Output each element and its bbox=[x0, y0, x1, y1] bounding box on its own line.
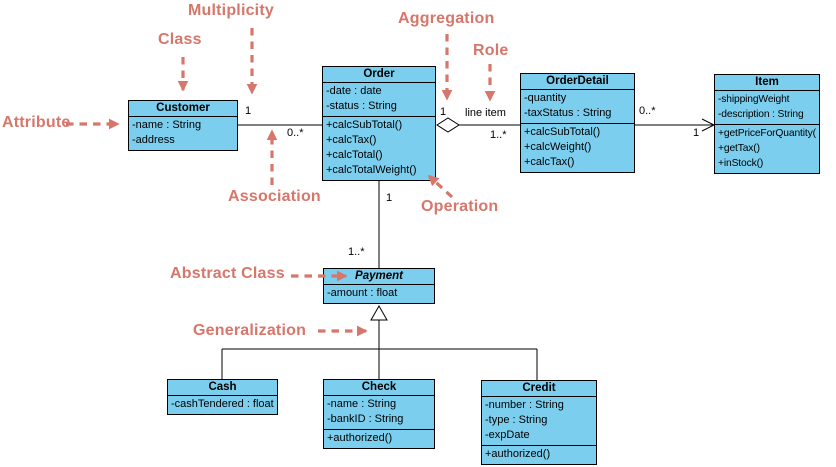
multiplicity-orderdetail-left: 1..* bbox=[490, 129, 507, 141]
operation-line: +getTax() bbox=[718, 143, 760, 154]
class-orderdetail[interactable]: OrderDetail -quantity -taxStatus : Strin… bbox=[520, 73, 635, 173]
class-payment-attributes: -amount : float bbox=[324, 285, 434, 303]
attribute-line: -shippingWeight bbox=[718, 94, 790, 105]
class-customer[interactable]: Customer -name : String -address bbox=[128, 100, 238, 151]
class-customer-attributes: -name : String -address bbox=[129, 117, 237, 150]
class-orderdetail-title: OrderDetail bbox=[521, 74, 634, 90]
operation-line: +calcSubTotal() bbox=[524, 126, 601, 138]
callout-multiplicity: Multiplicity bbox=[188, 2, 274, 19]
class-check-title: Check bbox=[324, 380, 434, 396]
class-cash-title: Cash bbox=[168, 380, 277, 396]
class-credit[interactable]: Credit -number : String -type : String -… bbox=[481, 380, 597, 465]
role-label: line item bbox=[465, 107, 506, 119]
multiplicity-aggregation: 1 bbox=[440, 106, 447, 118]
operation-line: +inStock() bbox=[718, 158, 764, 169]
operation-line: +calcTotalWeight() bbox=[326, 164, 417, 176]
attribute-line: -bankID : String bbox=[327, 413, 404, 425]
operation-line: +getPriceForQuantity() bbox=[718, 128, 816, 139]
attribute-line: -status : String bbox=[326, 100, 397, 112]
operation-line: +calcTotal() bbox=[326, 149, 383, 161]
attribute-line: -description : String bbox=[718, 109, 804, 120]
class-orderdetail-attributes: -quantity -taxStatus : String bbox=[521, 90, 634, 123]
attribute-line: -number : String bbox=[485, 399, 564, 411]
generalization-triangle bbox=[370, 304, 388, 321]
class-order-title: Order bbox=[323, 67, 435, 83]
class-cash[interactable]: Cash -cashTendered : float bbox=[167, 379, 278, 415]
operation-line: +calcTax() bbox=[326, 134, 377, 146]
callout-class: Class bbox=[158, 31, 202, 48]
class-check-attributes: -name : String -bankID : String bbox=[324, 396, 434, 429]
class-item-operations: +getPriceForQuantity() +getTax() +inStoc… bbox=[715, 124, 819, 173]
class-item-attributes: -shippingWeight -description : String bbox=[715, 91, 819, 124]
attribute-line: -type : String bbox=[485, 414, 548, 426]
multiplicity-order: 0..* bbox=[287, 127, 304, 139]
aggregation-diamond[interactable] bbox=[436, 117, 460, 133]
class-payment[interactable]: Payment -amount : float bbox=[323, 268, 435, 304]
operation-line: +calcSubTotal() bbox=[326, 119, 403, 131]
class-cash-attributes: -cashTendered : float bbox=[168, 396, 277, 414]
multiplicity-customer: 1 bbox=[245, 105, 252, 117]
operation-line: +authorized() bbox=[485, 448, 551, 460]
class-credit-operations: +authorized() bbox=[482, 445, 596, 464]
class-credit-title: Credit bbox=[482, 381, 596, 397]
attribute-line: -quantity bbox=[524, 92, 567, 104]
class-order[interactable]: Order -date : date -status : String +cal… bbox=[322, 66, 436, 181]
callout-abstract-class: Abstract Class bbox=[170, 265, 285, 282]
class-item[interactable]: Item -shippingWeight -description : Stri… bbox=[714, 74, 820, 174]
callout-operation: Operation bbox=[421, 198, 499, 215]
multiplicity-payment: 1..* bbox=[348, 246, 365, 258]
class-customer-title: Customer bbox=[129, 101, 237, 117]
attribute-line: -expDate bbox=[485, 429, 530, 441]
multiplicity-order-bottom: 1 bbox=[386, 192, 393, 204]
attribute-line: -address bbox=[132, 134, 175, 146]
multiplicity-item: 1 bbox=[693, 127, 700, 139]
class-orderdetail-operations: +calcSubTotal() +calcWeight() +calcTax() bbox=[521, 123, 634, 172]
operation-line: +calcWeight() bbox=[524, 141, 592, 153]
class-credit-attributes: -number : String -type : String -expDate bbox=[482, 397, 596, 445]
attribute-line: -amount : float bbox=[327, 287, 398, 299]
callout-association: Association bbox=[228, 188, 321, 205]
attribute-line: -date : date bbox=[326, 85, 382, 97]
class-check-operations: +authorized() bbox=[324, 429, 434, 448]
callout-role: Role bbox=[473, 42, 509, 59]
attribute-line: -name : String bbox=[132, 119, 202, 131]
open-arrowhead-item bbox=[701, 118, 716, 132]
operation-line: +calcTax() bbox=[524, 156, 575, 168]
class-check[interactable]: Check -name : String -bankID : String +a… bbox=[323, 379, 435, 449]
callout-aggregation: Aggregation bbox=[398, 10, 495, 27]
multiplicity-orderdetail-right: 0..* bbox=[639, 105, 656, 117]
class-order-attributes: -date : date -status : String bbox=[323, 83, 435, 116]
class-item-title: Item bbox=[715, 75, 819, 91]
attribute-line: -taxStatus : String bbox=[524, 107, 612, 119]
class-payment-title: Payment bbox=[324, 269, 434, 285]
class-order-operations: +calcSubTotal() +calcTax() +calcTotal() … bbox=[323, 116, 435, 180]
operation-line: +authorized() bbox=[327, 432, 393, 444]
callout-attribute: Attribute bbox=[2, 114, 71, 131]
callout-generalization: Generalization bbox=[193, 322, 307, 339]
attribute-line: -name : String bbox=[327, 398, 397, 410]
attribute-line: -cashTendered : float bbox=[171, 398, 274, 410]
